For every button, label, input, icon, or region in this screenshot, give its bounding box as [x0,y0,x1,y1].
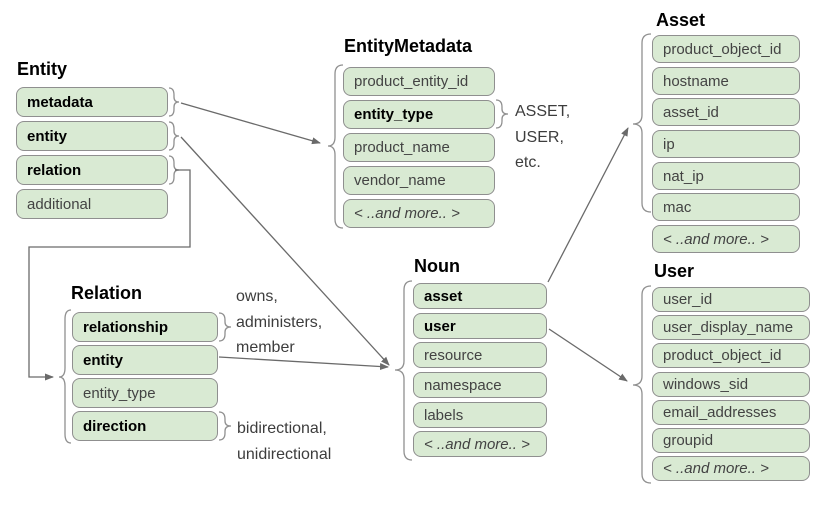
relationship-field-brace [218,312,232,342]
entity-metadata-field-product-name: product_name [343,133,495,162]
entity-metadata-field-entity-type: entity_type [343,100,495,129]
relation-field-direction: direction [72,411,218,441]
user-field-email-addresses: email_addresses [652,400,810,425]
direction-values-line: unidirectional [237,445,332,463]
user-field-product-object-id: product_object_id [652,343,810,368]
user-field-user-id: user_id [652,287,810,312]
entity-metadata-title: EntityMetadata [344,36,473,56]
entity-title: Entity [17,59,68,79]
asset-left-brace [632,33,652,213]
user-title: User [654,261,695,281]
user-field-and-more: < ..and more.. > [652,456,810,481]
noun-field-and-more: < ..and more.. > [413,431,547,457]
noun-field-namespace: namespace [413,372,547,398]
entity-field-additional: additional [16,189,168,219]
entity-metadata-left-brace [327,64,344,229]
relation-field-relationship: relationship [72,312,218,342]
asset-title: Asset [656,10,706,30]
entity-type-values-line: etc. [515,154,541,171]
noun-title: Noun [414,256,460,276]
user-left-brace [632,285,652,484]
asset-field-and-more: < ..and more.. > [652,225,800,253]
entity-metadata-field-vendor-name: vendor_name [343,166,495,195]
noun-left-brace [394,280,413,461]
noun-field-user: user [413,313,547,339]
asset-field-asset-id: asset_id [652,98,800,126]
entity-relation-field-brace [168,155,180,185]
noun-field-resource: resource [413,342,547,368]
relationship-values-note: owns, administers, member [236,284,322,361]
entity-entity-field-brace [168,121,180,151]
entity-metadata-field-brace [168,87,180,117]
relation-field-entity-type: entity_type [72,378,218,408]
asset-field-hostname: hostname [652,67,800,95]
relationship-values-line: owns, [236,288,278,305]
asset-field-product-object-id: product_object_id [652,35,800,63]
entity-field-entity: entity [16,121,168,151]
entity-metadata-field-product-entity-id: product_entity_id [343,67,495,96]
relation-title: Relation [71,283,143,303]
direction-field-brace [218,411,232,441]
asset-field-ip: ip [652,130,800,158]
entity-type-values-line: USER, [515,128,564,146]
direction-values-line: bidirectional, [237,420,327,437]
asset-field-mac: mac [652,193,800,221]
user-field-windows-sid: windows_sid [652,372,810,397]
noun-field-asset: asset [413,283,547,309]
arrow-metadata-to-entitymetadata [180,102,321,145]
user-field-groupid: groupid [652,428,810,453]
user-field-user-display-name: user_display_name [652,315,810,340]
relationship-values-line: member [236,339,295,356]
entity-field-metadata: metadata [16,87,168,117]
direction-values-note: bidirectional, unidirectional [237,416,331,467]
entity-field-relation: relation [16,155,168,185]
relation-field-entity: entity [72,345,218,375]
relationship-values-line: administers, [236,313,323,331]
entity-type-field-brace [495,99,509,129]
entity-type-values-line: ASSET, [515,103,571,120]
relation-left-brace [58,309,72,444]
noun-field-labels: labels [413,402,547,428]
asset-field-nat-ip: nat_ip [652,162,800,190]
arrow-noun-user-to-user [548,328,628,382]
entity-metadata-field-and-more: < ..and more.. > [343,199,495,228]
entity-type-values-note: ASSET, USER, etc. [515,99,570,176]
